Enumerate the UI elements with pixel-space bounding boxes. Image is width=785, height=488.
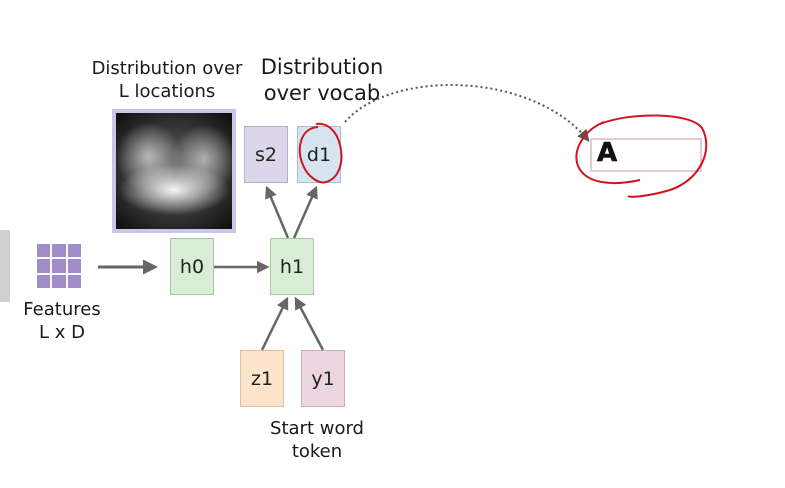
- arrow-h1-s2: [265, 185, 290, 239]
- arrow-h1-d1: [292, 185, 318, 239]
- dist-locations-label: Distribution over L locations: [91, 58, 243, 102]
- output-box: [590, 138, 702, 172]
- left-edge-tab: [0, 230, 10, 302]
- arrow-d1-output: [344, 84, 590, 142]
- node-h0: h0: [170, 238, 214, 295]
- red-circle-d1: [298, 122, 343, 184]
- output-letter: A: [597, 138, 618, 169]
- features-label: Features L x D: [23, 299, 101, 343]
- attention-heatmap: [112, 109, 236, 233]
- node-s2: s2: [244, 126, 288, 183]
- features-grid-icon: [37, 244, 81, 288]
- node-y1: y1: [301, 350, 345, 407]
- dist-vocab-label: Distribution over vocab: [260, 55, 384, 106]
- red-circle-output: [575, 114, 708, 198]
- start-token-label: Start word token: [270, 418, 364, 462]
- node-h1: h1: [270, 238, 314, 295]
- arrow-z1-h1: [260, 296, 289, 351]
- node-z1: z1: [240, 350, 284, 407]
- arrow-y1-h1: [294, 296, 325, 351]
